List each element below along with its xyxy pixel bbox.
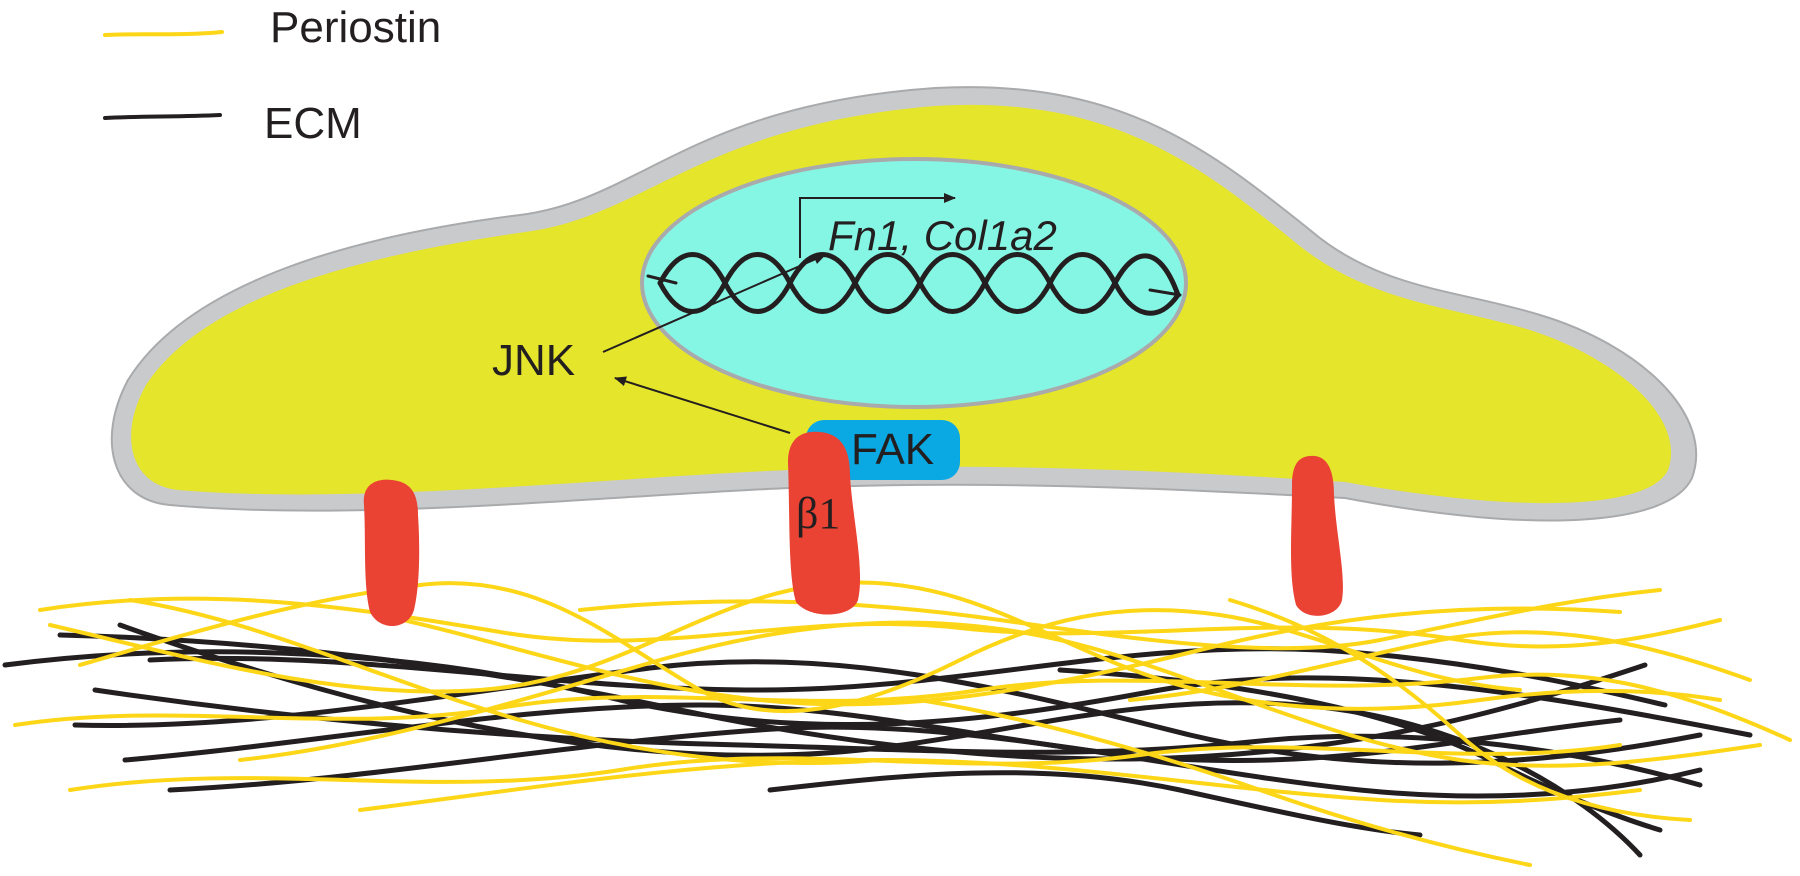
ecm-legend-label: ECM bbox=[264, 99, 362, 148]
jnk-to-genes-arrow bbox=[602, 254, 826, 353]
integrin-beta1-label: β1 bbox=[796, 489, 840, 538]
periostin-fibers bbox=[13, 580, 1792, 867]
integrin-receptors: β1 bbox=[363, 431, 1343, 627]
transcription-start-arrow bbox=[799, 193, 956, 258]
fak-to-jnk-arrow bbox=[614, 376, 791, 434]
fak-label: FAK bbox=[851, 425, 934, 474]
ecm-legend-line bbox=[103, 113, 222, 120]
cell: Fn1, Col1a2 JNK FAK bbox=[110, 86, 1698, 522]
ecm-fibers bbox=[2, 622, 1753, 858]
gene-label: Fn1, Col1a2 bbox=[828, 212, 1057, 259]
integrin-receptor-beta1 bbox=[788, 431, 861, 615]
dna-helix-icon bbox=[646, 252, 1182, 316]
jnk-label: JNK bbox=[492, 336, 575, 385]
legend: Periostin ECM bbox=[103, 3, 441, 148]
integrin-receptor-left bbox=[363, 479, 420, 627]
integrin-receptor-right bbox=[1291, 455, 1343, 616]
periostin-legend-label: Periostin bbox=[270, 3, 441, 52]
extracellular-matrix bbox=[2, 580, 1792, 867]
nucleus bbox=[640, 157, 1188, 409]
periostin-legend-line bbox=[103, 30, 224, 37]
